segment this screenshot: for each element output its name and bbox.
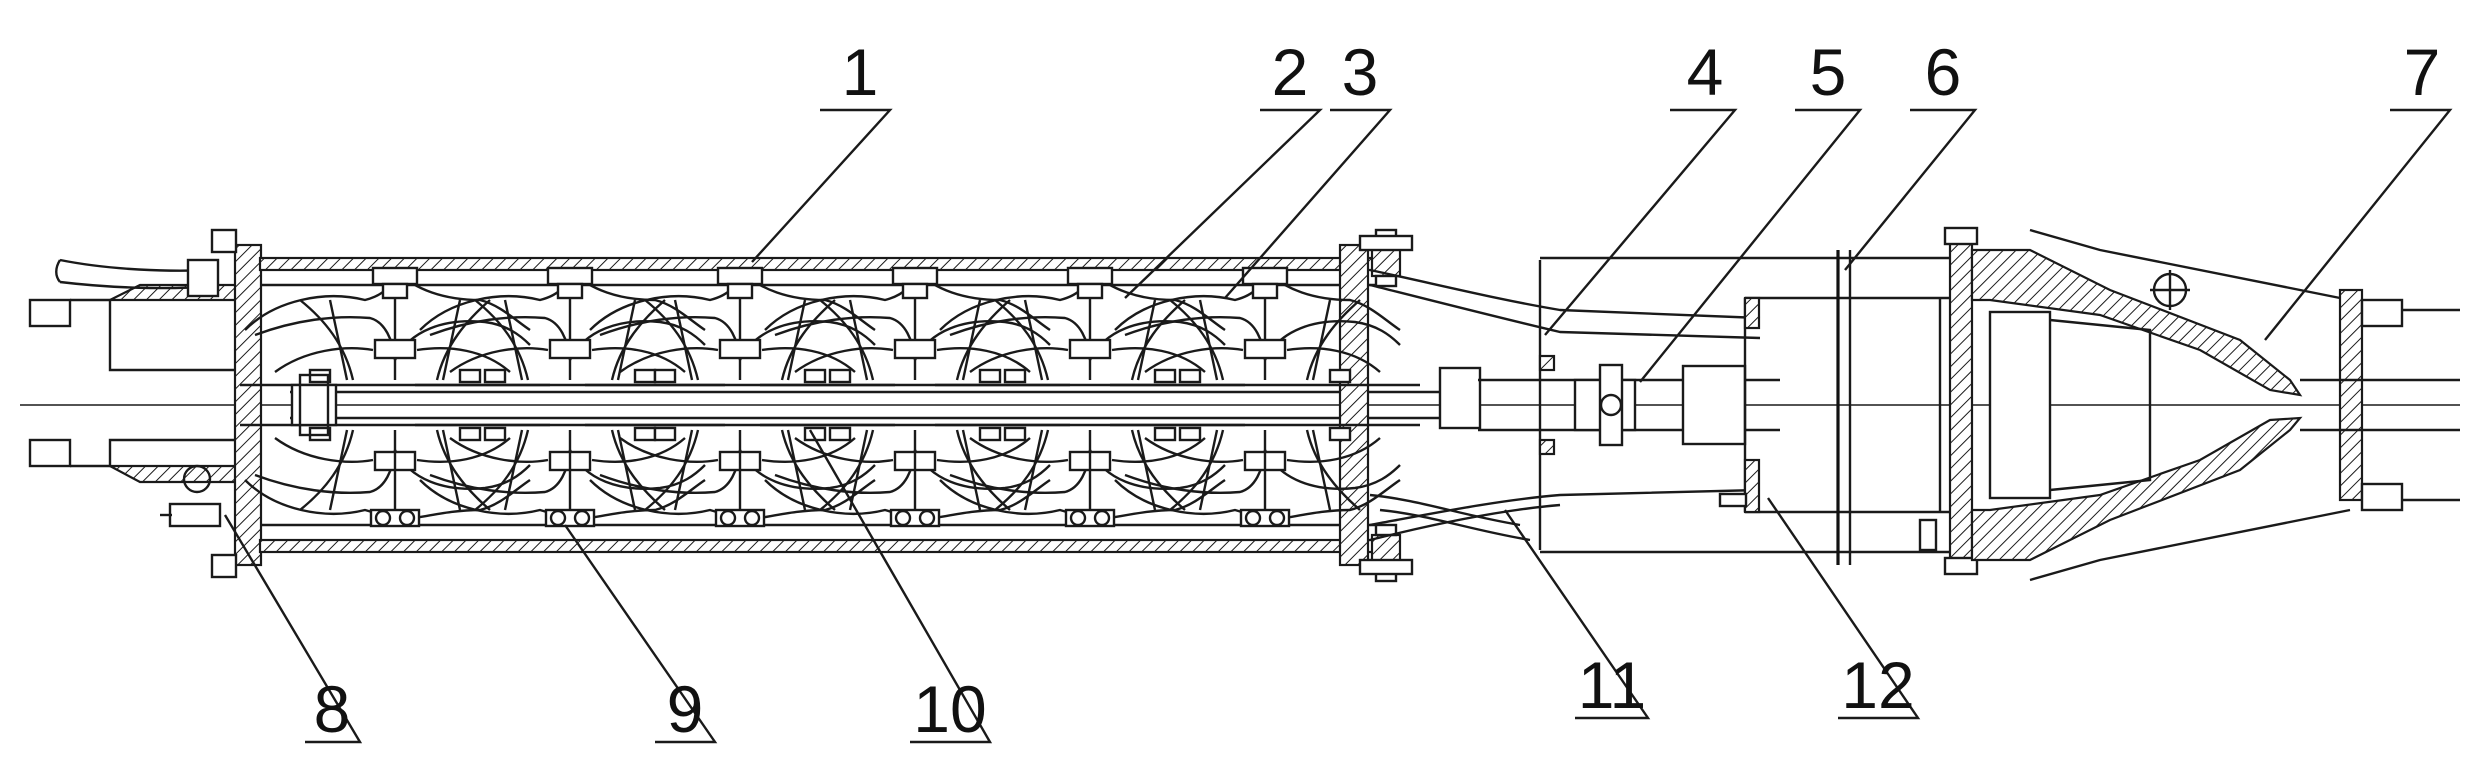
outer-casing (258, 228, 1414, 583)
pump-stages (238, 266, 1422, 528)
impeller-hub (290, 373, 338, 437)
callout-4: 4 (1687, 35, 1724, 109)
callout-6: 6 (1925, 35, 1962, 109)
callout-12: 12 (1841, 648, 1914, 722)
motor-housing (1540, 250, 1950, 565)
suction-cover (160, 228, 263, 579)
callout-7: 7 (2404, 35, 2441, 109)
callout-11: 11 (1578, 648, 1647, 722)
outlet-elbow (1943, 226, 2460, 582)
shaft-coupling (1538, 354, 1747, 456)
pump-shaft (20, 390, 2460, 420)
bypass-duct (1369, 493, 1531, 542)
callout-1: 1 (842, 35, 879, 109)
callout-2: 2 (1272, 35, 1309, 109)
callout-3: 3 (1342, 35, 1379, 109)
callout-9: 9 (667, 672, 704, 746)
callout-5: 5 (1810, 35, 1847, 109)
callout-labels: 1 2 3 4 5 6 7 8 9 10 11 12 (314, 35, 2441, 746)
leader-lines (223, 108, 2453, 744)
inlet-nozzle (28, 258, 250, 494)
callout-10: 10 (913, 672, 986, 746)
callout-8: 8 (314, 672, 351, 746)
